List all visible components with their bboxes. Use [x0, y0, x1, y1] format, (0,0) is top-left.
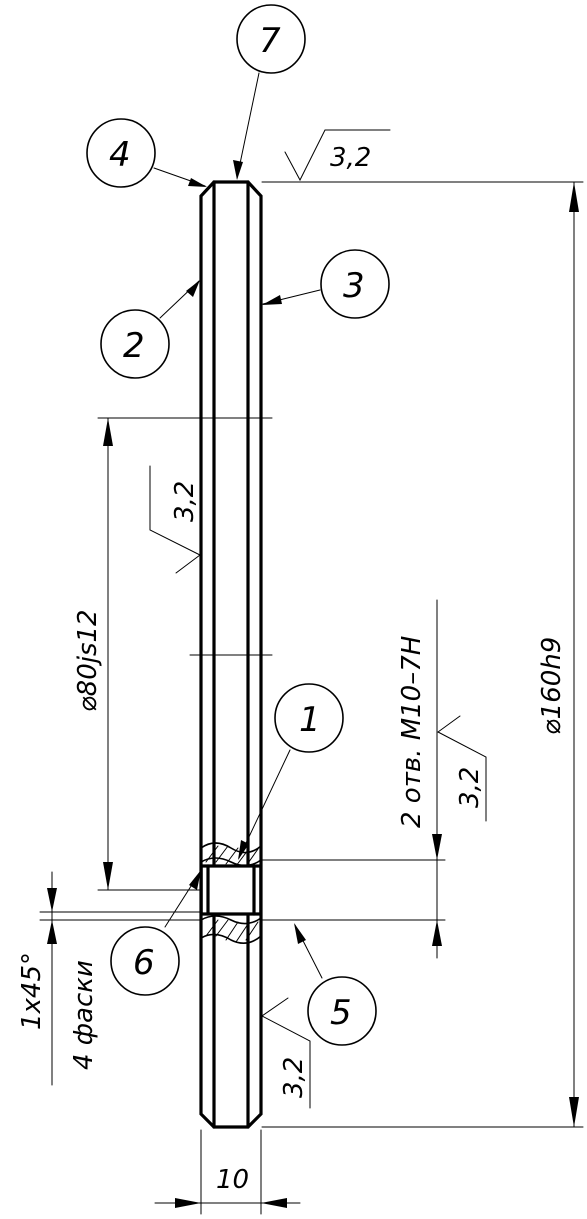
roughness-hole-label: 3,2: [455, 767, 485, 808]
dim-outer-diameter: ⌀160h9: [261, 181, 584, 1128]
leaders: [153, 72, 323, 979]
roughness-top-label: 3,2: [330, 143, 371, 173]
balloon-7: 7: [236, 4, 306, 74]
roughness-top: 3,2: [284, 129, 391, 182]
roughness-bottom-label: 3,2: [279, 1057, 309, 1098]
balloon-3: 3: [320, 249, 390, 319]
hatch-bottom: [200, 915, 262, 944]
svg-text:1: 1: [299, 700, 321, 740]
dim-outer-diameter-label: ⌀160h9: [537, 637, 567, 735]
svg-text:5: 5: [330, 993, 352, 1033]
chamfer-count-label: 4 фаски: [69, 960, 99, 1070]
roughness-hole: 3,2: [437, 715, 487, 822]
chamfer-size-label: 1x45°: [17, 952, 47, 1030]
svg-text:6: 6: [133, 943, 155, 983]
hatch-top: [200, 842, 262, 867]
roughness-left: 3,2: [149, 465, 201, 574]
roughness-bottom: 3,2: [261, 997, 311, 1109]
svg-text:4: 4: [109, 135, 131, 175]
dim-thickness: 10: [154, 1129, 301, 1215]
hole-note-label: 2 отв. M10–7H: [397, 636, 427, 828]
threaded-hole-section: [200, 864, 262, 916]
balloon-4: 4: [86, 118, 156, 188]
dim-inner-diameter-label: ⌀80js12: [73, 609, 103, 712]
balloon-6: 6: [110, 926, 180, 996]
dim-hole: 2 отв. M10–7H: [261, 599, 446, 959]
dim-inner-diameter: ⌀80js12: [73, 417, 273, 891]
svg-text:7: 7: [259, 21, 281, 61]
svg-text:2: 2: [123, 326, 145, 366]
balloon-1: 1: [274, 683, 344, 753]
balloon-5: 5: [307, 976, 377, 1046]
roughness-left-label: 3,2: [170, 481, 200, 522]
balloon-2: 2: [100, 309, 170, 379]
svg-text:3: 3: [343, 266, 365, 306]
dim-thickness-label: 10: [216, 1165, 249, 1195]
